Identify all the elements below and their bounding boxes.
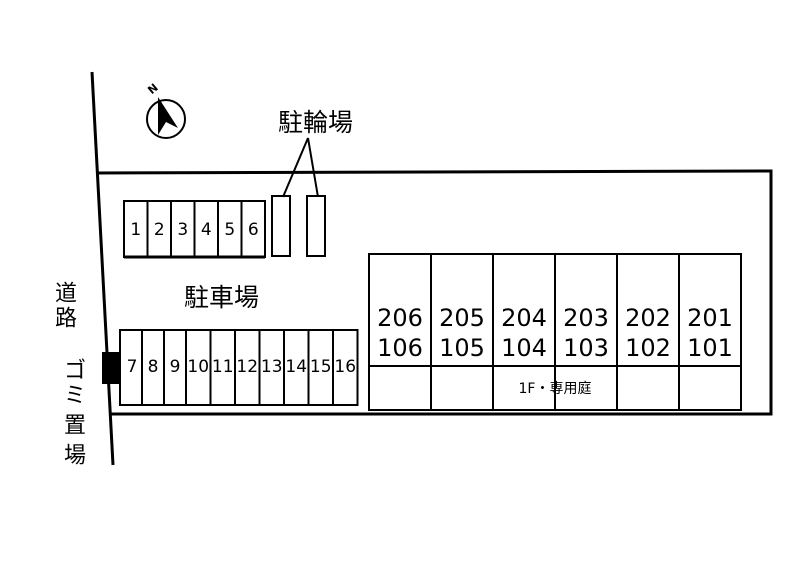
garbage-label-char: ミ [64, 384, 86, 409]
parking-slot-number: 9 [170, 357, 181, 377]
parking-slot-number: 12 [236, 357, 258, 377]
parking-slot-number: 6 [248, 220, 259, 240]
unit-number-lower: 106 [377, 334, 423, 362]
unit-number-upper: 201 [687, 304, 733, 332]
parking-slot-number: 4 [201, 220, 212, 240]
road-label: 道 路 [55, 282, 77, 332]
parking-slot-number: 1 [130, 220, 141, 240]
unit-number-lower: 104 [501, 334, 547, 362]
parking-slot-number: 2 [154, 220, 165, 240]
property-boundary [96, 169, 773, 416]
unit-number-upper: 203 [563, 304, 609, 332]
unit-number-upper: 204 [501, 304, 547, 332]
bicycle-rack [271, 195, 291, 257]
unit-number-upper: 206 [377, 304, 423, 332]
private-garden-label: 1F・専用庭 [519, 380, 592, 397]
unit-number-lower: 105 [439, 334, 485, 362]
parking-slot-number: 10 [187, 357, 209, 377]
parking-slot-number: 11 [212, 357, 234, 377]
bicycle-leader-line [307, 137, 319, 198]
bicycle-leader-line [282, 137, 309, 198]
unit-number-lower: 103 [563, 334, 609, 362]
road-line [90, 71, 115, 466]
bicycle-parking-label: 駐輪場 [278, 108, 353, 137]
parking-slot-number: 15 [310, 357, 332, 377]
unit-number-lower: 102 [625, 334, 671, 362]
unit-number-upper: 205 [439, 304, 485, 332]
compass-label: N [145, 81, 160, 97]
road-label-char: 道 [55, 282, 77, 307]
parking-slot-number: 5 [224, 220, 235, 240]
parking-slot-number: 14 [285, 357, 307, 377]
garbage-label-char: ゴ [64, 359, 86, 384]
parking-slot-number: 7 [127, 357, 138, 377]
unit-number-upper: 202 [625, 304, 671, 332]
garbage-label-char: 置 [64, 414, 86, 439]
parking-slot-number: 3 [177, 220, 188, 240]
garbage-box [102, 352, 120, 384]
road-label-char: 路 [55, 307, 77, 332]
car-parking-label: 駐車場 [184, 283, 259, 312]
parking-slot-number: 13 [261, 357, 283, 377]
parking-slot-number: 16 [334, 357, 356, 377]
garbage-label-char: 場 [64, 444, 86, 469]
bicycle-rack [306, 195, 326, 257]
unit-number-lower: 101 [687, 334, 733, 362]
parking-slot [332, 329, 359, 406]
garbage-label: ゴ ミ 置 場 [64, 359, 86, 469]
north-arrow-icon: N [145, 81, 186, 139]
parking-slot-number: 8 [148, 357, 159, 377]
